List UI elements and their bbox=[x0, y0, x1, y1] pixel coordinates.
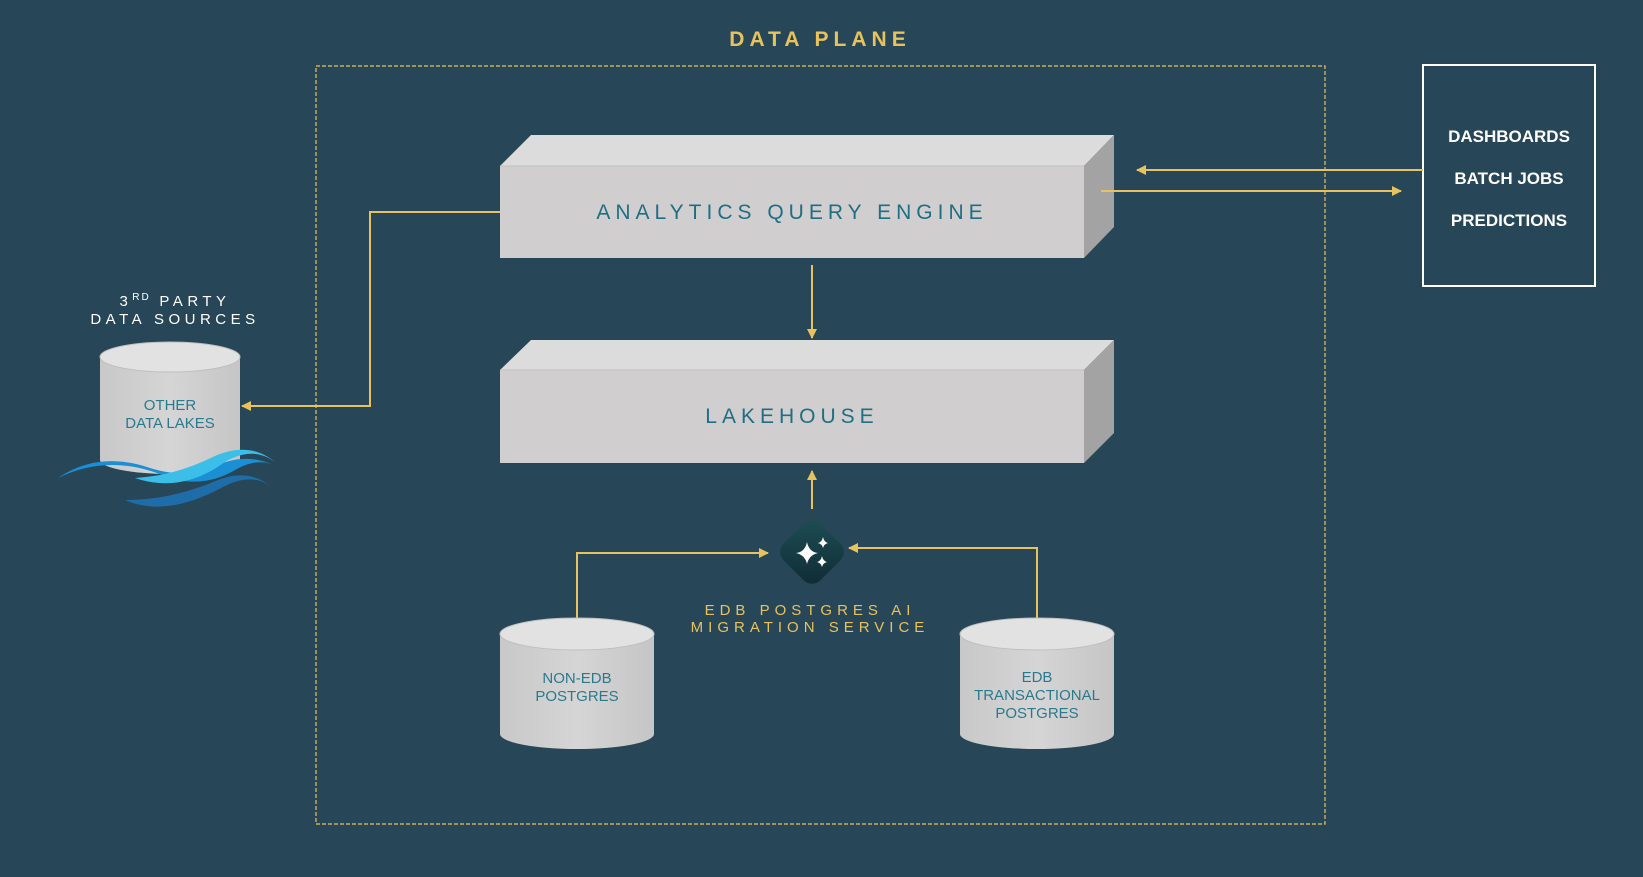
migration-service-label: EDB POSTGRES AI MIGRATION SERVICE bbox=[660, 602, 960, 636]
third-party-num: 3 bbox=[119, 293, 133, 310]
lakehouse-label: LAKEHOUSE bbox=[705, 405, 879, 428]
third-party-line1: 3RD PARTY bbox=[60, 289, 290, 311]
non-edb-line1: NON-EDB bbox=[542, 670, 612, 687]
non-edb-line2: POSTGRES bbox=[535, 688, 619, 705]
non-edb-postgres-label: NON-EDB POSTGRES bbox=[500, 670, 654, 706]
output-item-batch-jobs[interactable]: BATCH JOBS bbox=[1454, 169, 1564, 188]
output-item-dashboards[interactable]: DASHBOARDS bbox=[1448, 127, 1570, 146]
lakehouse-top-face bbox=[500, 340, 1114, 370]
third-party-sup: RD bbox=[132, 292, 151, 303]
other-lakes-line1: OTHER bbox=[143, 397, 197, 414]
lakehouse-box[interactable] bbox=[500, 340, 1114, 463]
edb-tx-line2: TRANSACTIONAL bbox=[974, 687, 1100, 704]
other-data-lakes-label: OTHER DATA LAKES bbox=[100, 397, 240, 433]
engine-label: ANALYTICS QUERY ENGINE bbox=[596, 201, 988, 224]
water-waves-icon bbox=[58, 449, 275, 507]
non-edb-postgres-cylinder[interactable] bbox=[499, 617, 655, 749]
edb-transactional-label: EDB TRANSACTIONAL POSTGRES bbox=[960, 669, 1114, 723]
third-party-line2: DATA SOURCES bbox=[90, 311, 260, 328]
arrow-edbtx-to-migration bbox=[848, 543, 1038, 618]
analytics-query-engine-box[interactable] bbox=[500, 135, 1114, 258]
engine-top-face bbox=[500, 135, 1114, 166]
outputs-box[interactable] bbox=[1422, 64, 1596, 287]
other-lakes-line2: DATA LAKES bbox=[125, 415, 215, 432]
data-plane-title: DATA PLANE bbox=[729, 28, 911, 51]
engine-front-face bbox=[500, 166, 1084, 258]
other-data-lakes-cylinder[interactable] bbox=[99, 341, 241, 474]
outputs-list: DASHBOARDS BATCH JOBS PREDICTIONS bbox=[1423, 116, 1595, 242]
edb-tx-line1: EDB bbox=[1021, 669, 1053, 686]
arrow-engine-to-other-lakes bbox=[241, 211, 500, 411]
lakehouse-front-face bbox=[500, 370, 1084, 463]
third-party-sources-label: 3RD PARTY DATA SOURCES bbox=[60, 289, 290, 329]
sparkles-icon bbox=[796, 537, 828, 567]
migration-label-line1: EDB POSTGRES AI bbox=[704, 602, 916, 619]
migration-label-line2: MIGRATION SERVICE bbox=[690, 619, 930, 636]
edb-tx-line3: POSTGRES bbox=[995, 705, 1079, 722]
output-item-predictions[interactable]: PREDICTIONS bbox=[1450, 211, 1568, 230]
data-plane-boundary bbox=[315, 65, 1326, 825]
migration-service-icon[interactable] bbox=[775, 515, 849, 589]
lakehouse-side-face bbox=[1084, 340, 1114, 463]
edb-transactional-postgres-cylinder[interactable] bbox=[959, 617, 1115, 749]
arrow-nonedb-to-migration bbox=[576, 548, 769, 618]
third-party-rest: PARTY bbox=[150, 293, 231, 310]
engine-side-face bbox=[1084, 135, 1114, 258]
